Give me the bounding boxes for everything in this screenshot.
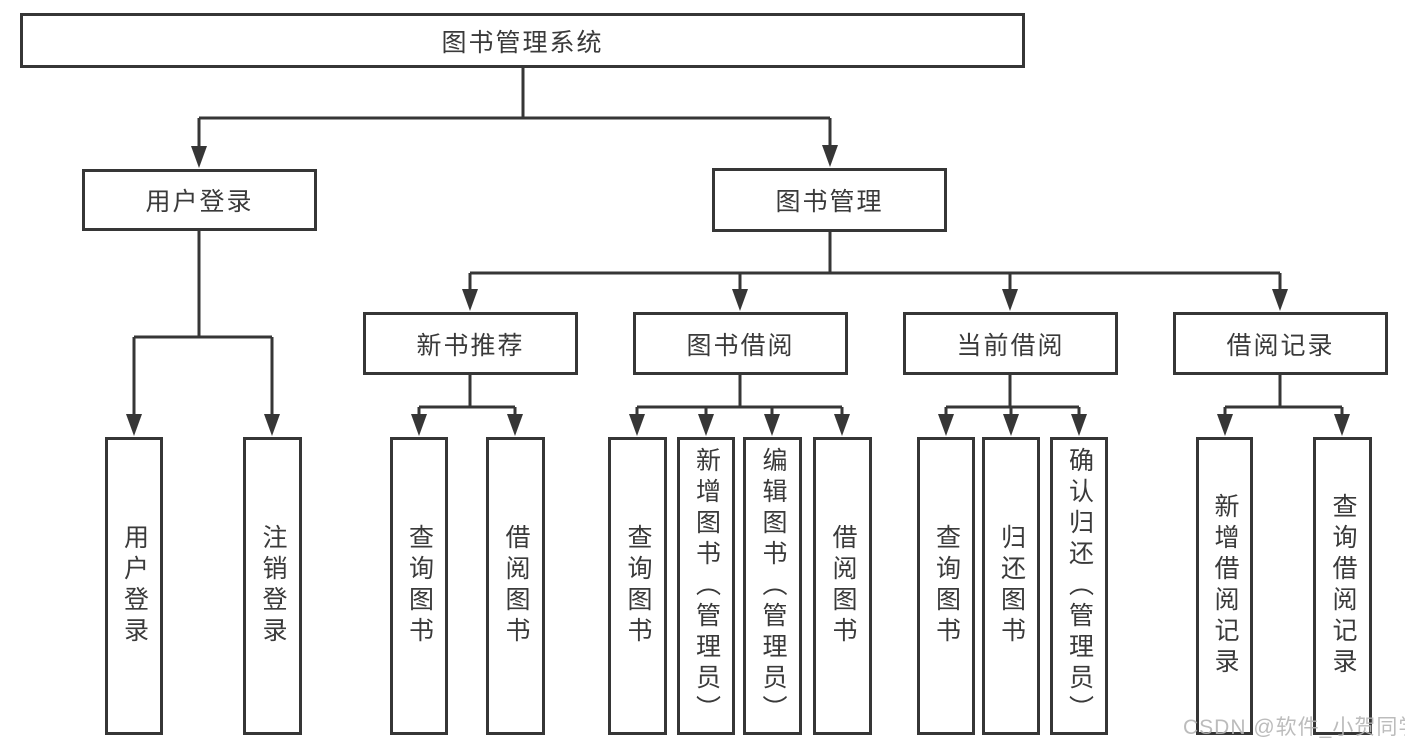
node-label: 查询图书 bbox=[932, 524, 961, 648]
node-label: 查询图书 bbox=[624, 524, 652, 648]
leaf-query-books-current: 查询图书 bbox=[917, 437, 975, 735]
node-new-book-recommend: 新书推荐 bbox=[363, 312, 578, 375]
node-user-login: 用户登录 bbox=[82, 169, 317, 231]
leaf-confirm-return-admin: 确认归还（管理员） bbox=[1050, 437, 1108, 735]
node-label: 用户登录 bbox=[120, 524, 149, 648]
node-label: 新增图书（管理员） bbox=[692, 446, 721, 726]
leaf-query-borrow-record: 查询借阅记录 bbox=[1313, 437, 1372, 735]
node-label: 归还图书 bbox=[997, 524, 1026, 648]
connector-borrow-record-to-leaves bbox=[1217, 375, 1350, 436]
node-label: 查询借阅记录 bbox=[1329, 493, 1357, 679]
node-label: 图书管理 bbox=[775, 188, 884, 216]
node-label: 图书借阅 bbox=[686, 331, 795, 360]
connector-new-book-recommend-to-leaves bbox=[411, 375, 523, 436]
node-label: 新增借阅记录 bbox=[1211, 493, 1239, 679]
connector-book-borrow-to-leaves bbox=[629, 375, 850, 436]
node-label: 注销登录 bbox=[259, 524, 287, 648]
node-library-management-system: 图书管理系统 bbox=[20, 13, 1025, 68]
connector-current-borrow-to-leaves bbox=[938, 375, 1087, 436]
node-label: 借阅图书 bbox=[502, 524, 530, 648]
connector-book-management-to-level3 bbox=[462, 232, 1288, 311]
node-book-borrow: 图书借阅 bbox=[633, 312, 848, 375]
leaf-return-books: 归还图书 bbox=[982, 437, 1040, 735]
connector-user-login-to-leaves bbox=[126, 231, 280, 436]
connector-root-to-level2 bbox=[191, 68, 838, 168]
leaf-borrow-books-borrow: 借阅图书 bbox=[813, 437, 872, 735]
leaf-user-login: 用户登录 bbox=[105, 437, 163, 735]
node-label: 当前借阅 bbox=[956, 331, 1065, 360]
leaf-borrow-books-recommend: 借阅图书 bbox=[486, 437, 545, 735]
leaf-query-books-borrow: 查询图书 bbox=[608, 437, 667, 735]
node-book-management: 图书管理 bbox=[712, 168, 947, 232]
leaf-add-borrow-record: 新增借阅记录 bbox=[1196, 437, 1253, 735]
node-label: 查询图书 bbox=[405, 524, 434, 648]
node-label: 确认归还（管理员） bbox=[1065, 446, 1094, 726]
leaf-edit-book-admin: 编辑图书（管理员） bbox=[743, 437, 802, 735]
node-label: 编辑图书（管理员） bbox=[759, 446, 787, 726]
node-label: 新书推荐 bbox=[416, 331, 525, 360]
leaf-logout: 注销登录 bbox=[243, 437, 302, 735]
leaf-add-book-admin: 新增图书（管理员） bbox=[677, 437, 735, 735]
csdn-watermark: CSDN @软件_小贺同学 bbox=[1183, 716, 1405, 739]
node-label: 图书管理系统 bbox=[441, 28, 604, 57]
node-borrow-record: 借阅记录 bbox=[1173, 312, 1388, 375]
node-label: 借阅图书 bbox=[829, 524, 857, 648]
node-label: 借阅记录 bbox=[1226, 331, 1335, 360]
node-label: 用户登录 bbox=[145, 188, 254, 216]
node-current-borrow: 当前借阅 bbox=[903, 312, 1118, 375]
leaf-query-books-recommend: 查询图书 bbox=[390, 437, 448, 735]
